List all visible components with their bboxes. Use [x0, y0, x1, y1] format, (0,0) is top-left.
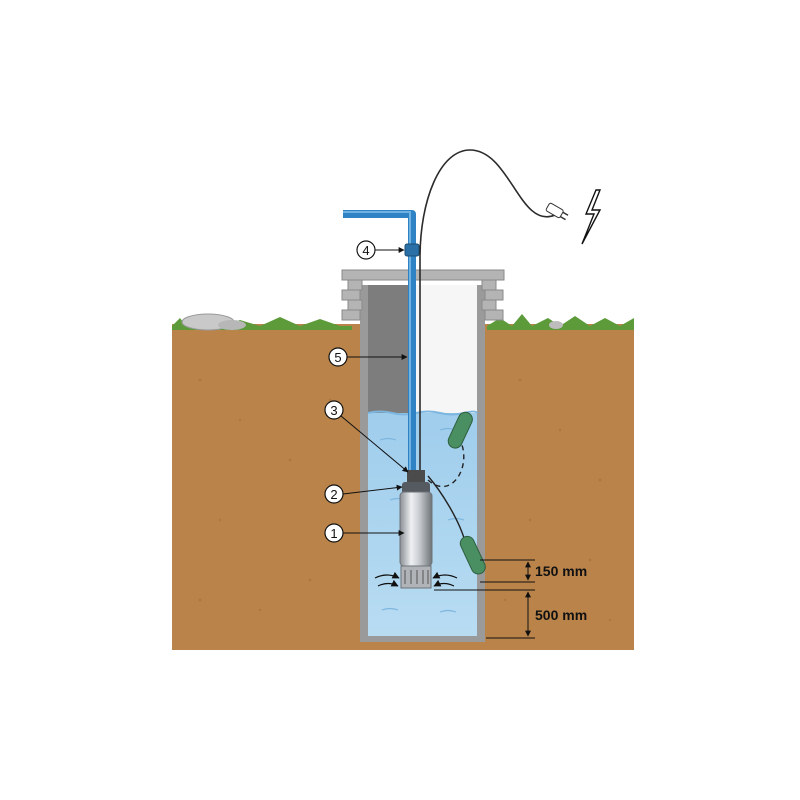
check-valve [404, 243, 420, 257]
power-cable [419, 149, 556, 470]
callout-4: 4 [356, 240, 405, 260]
discharge-pipe-highlight [343, 211, 411, 470]
dimension-500-label: 500 mm [535, 607, 587, 623]
stone-left-small [218, 320, 246, 330]
well-interior-shadow [368, 285, 414, 415]
well-bottom [360, 636, 485, 642]
pump-body [399, 491, 433, 567]
well-interior-light [414, 285, 477, 415]
callout-2-label: 2 [330, 487, 337, 502]
well-wall-right [477, 285, 485, 640]
callout-5-label: 5 [334, 350, 341, 365]
stone-right [549, 321, 563, 329]
callout-1-label: 1 [330, 526, 337, 541]
discharge-pipe [343, 210, 416, 470]
float-switch [459, 535, 486, 575]
callout-3: 3 [324, 400, 409, 473]
dimension-500 [434, 589, 535, 639]
pump-coupling [407, 470, 425, 484]
lightning-icon [581, 189, 602, 245]
dimension-150 [480, 559, 535, 583]
float-switch-raised [447, 411, 473, 449]
grass-right [487, 314, 634, 330]
callout-5: 5 [328, 347, 408, 367]
callout-4-label: 4 [362, 243, 369, 258]
intake-flow-arrows [374, 571, 458, 587]
pump-intake-slots [404, 570, 429, 584]
callout-2: 2 [324, 484, 403, 504]
well-wall-left [360, 285, 368, 640]
callout-3-label: 3 [330, 403, 337, 418]
well-cap [341, 269, 505, 281]
callout-1: 1 [324, 523, 405, 543]
soil-texture [198, 378, 612, 622]
dimension-150-label: 150 mm [535, 563, 587, 579]
plug-icon [545, 202, 569, 221]
pump-head [402, 482, 430, 494]
